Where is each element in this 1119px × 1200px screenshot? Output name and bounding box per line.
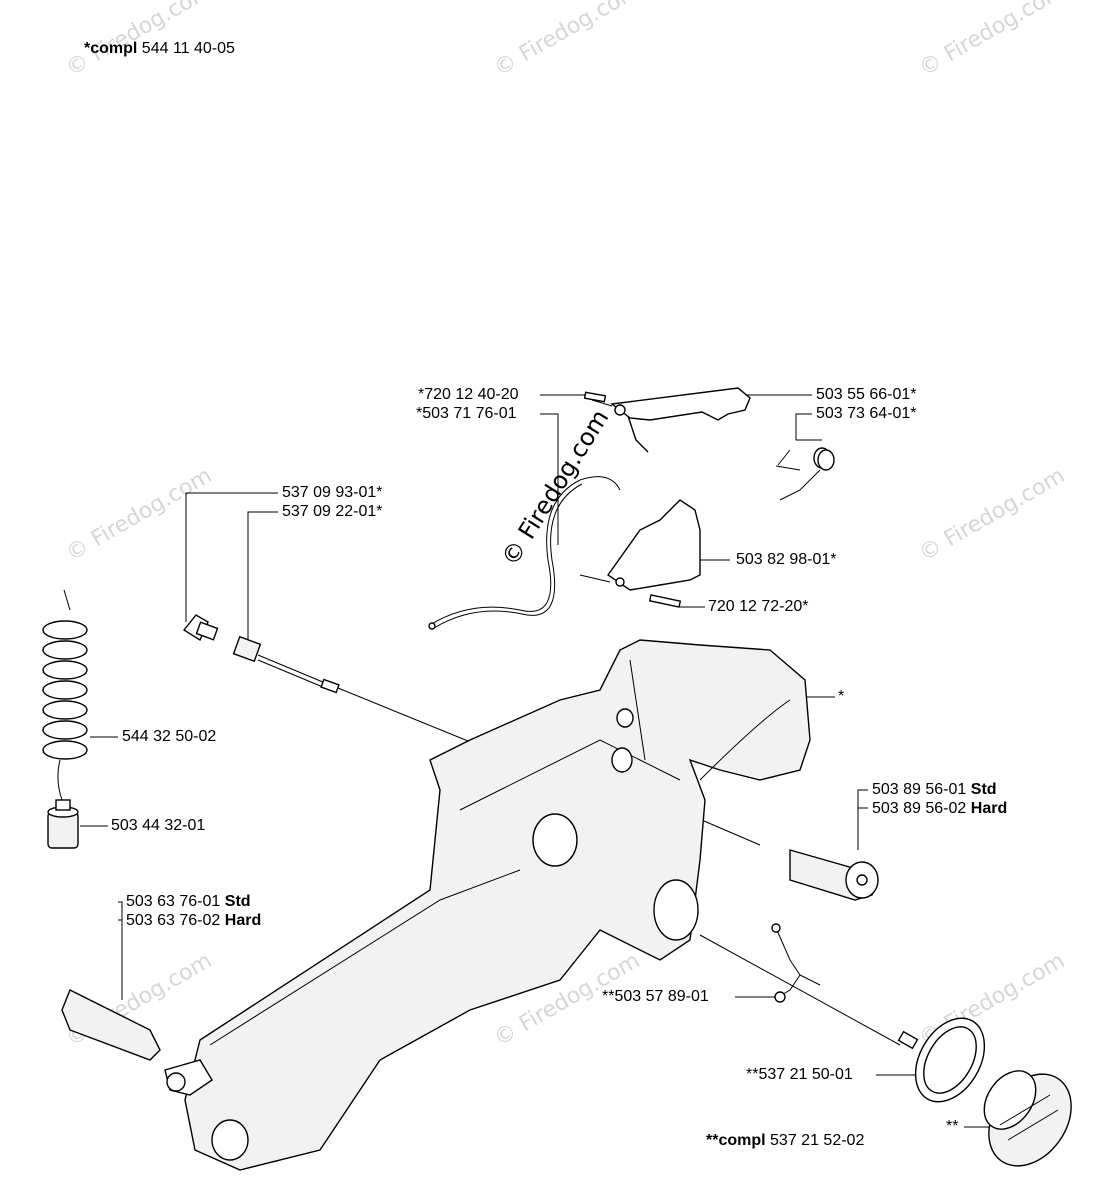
part-label: 503 55 66-01*: [816, 386, 917, 403]
part-label: 503 44 32-01: [111, 817, 206, 834]
coiled-fuel-hose: [42, 589, 88, 801]
part-label: 537 09 22-01*: [282, 503, 383, 520]
part-label: 503 63 76-01 Std: [126, 893, 251, 910]
part-label: *503 71 76-01: [416, 405, 517, 422]
part-label: **503 57 89-01: [602, 988, 709, 1005]
fuel-cap: [983, 1070, 1072, 1167]
part-label: 503 63 76-02 Hard: [126, 912, 262, 929]
fuel-tank-housing: [184, 639, 811, 1171]
part-label: 537 09 93-01*: [282, 484, 383, 501]
part-label: **537 21 50-01: [746, 1066, 853, 1083]
throttle-cable: [428, 476, 621, 630]
fuel-filter: [47, 799, 79, 849]
part-label: 503 73 64-01*: [816, 405, 917, 422]
part-label: *: [838, 688, 845, 705]
part-label: 544 32 50-02: [122, 728, 217, 745]
fuel-hose-assembly: [182, 614, 340, 694]
part-label: 503 82 98-01*: [736, 551, 837, 568]
header-assembly-number: *compl 544 11 40-05: [84, 40, 235, 57]
part-label: 503 89 56-01 Std: [872, 781, 997, 798]
throttle-lockout: [579, 499, 701, 608]
footer-assembly-number: **compl 537 21 52-02: [706, 1132, 865, 1149]
av-spring-rear: [789, 849, 879, 901]
oil-pickup: [771, 923, 821, 1003]
part-label: 720 12 72-20*: [708, 598, 809, 615]
part-label: *720 12 40-20: [418, 386, 519, 403]
part-label: **: [946, 1118, 959, 1135]
cap-seal-ring: [897, 1017, 986, 1103]
throttle-trigger: [583, 387, 751, 453]
part-label: 503 89 56-02 Hard: [872, 800, 1008, 817]
torsion-spring: [775, 447, 835, 501]
av-spring-front: [61, 989, 213, 1096]
